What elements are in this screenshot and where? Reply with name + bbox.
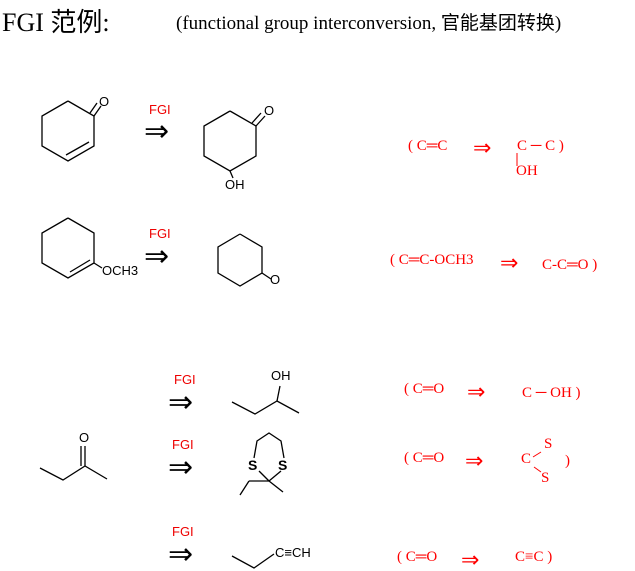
rule-left: ( C═O xyxy=(404,450,445,466)
hydroxyl-label: OH xyxy=(271,368,291,383)
rule-left: ( C═C xyxy=(408,138,448,154)
rule-sulfur: S xyxy=(541,470,550,486)
butyne-structure xyxy=(231,553,275,569)
oxygen-label: O xyxy=(79,430,90,445)
page-subtitle: (functional group interconversion, 官能基团转… xyxy=(176,13,562,34)
dithiane-structure xyxy=(239,432,285,496)
methoxy-label: OCH3 xyxy=(102,263,139,278)
cyclohexenone-structure xyxy=(41,100,102,162)
hydroxyl-label: OH xyxy=(225,177,245,192)
retrosynthesis-arrow-icon: ⇒ xyxy=(168,386,194,419)
rule-close: ) xyxy=(565,453,570,469)
rule-right: C-C═O ) xyxy=(542,257,598,273)
oxygen-label: O xyxy=(99,94,110,109)
sulfur-label: S xyxy=(278,457,288,473)
rule-right: C ─ OH ) xyxy=(522,385,581,401)
rule-s-bond xyxy=(532,451,542,458)
rule-right: C xyxy=(521,451,532,467)
methoxycyclohexene-structure xyxy=(41,217,103,279)
oxygen-label: O xyxy=(270,272,281,287)
retrosynthesis-arrow-icon: ⇒ xyxy=(168,451,194,484)
hydroxycyclohexanone-structure xyxy=(203,110,266,179)
rule-arrow-icon: ⇒ xyxy=(500,250,519,275)
rule-left: ( C═O xyxy=(404,381,445,397)
rule-right: C≡C ) xyxy=(515,549,553,565)
butanone-structure xyxy=(39,446,108,481)
rule-right-sub: OH xyxy=(516,163,538,179)
fgi-label: FGI xyxy=(174,372,196,387)
butanol-structure xyxy=(231,385,300,415)
rule-arrow-icon: ⇒ xyxy=(461,547,480,571)
rule-right: C ─ C ) xyxy=(517,138,564,154)
page-title: FGI 范例: xyxy=(2,8,110,37)
rule-left: ( C═C-OCH3 xyxy=(390,252,474,268)
rule-arrow-icon: ⇒ xyxy=(467,379,486,404)
rule-arrow-icon: ⇒ xyxy=(465,448,484,473)
cyclohexanone-structure xyxy=(217,233,272,287)
rule-sulfur: S xyxy=(544,436,553,452)
alkyne-label: C≡CH xyxy=(275,545,311,560)
oxygen-label: O xyxy=(264,103,275,118)
rule-s-bond xyxy=(533,466,542,473)
fgi-label: FGI xyxy=(172,524,194,539)
fgi-label: FGI xyxy=(149,226,171,241)
rule-left: ( C═O xyxy=(397,549,438,565)
rule-arrow-icon: ⇒ xyxy=(473,135,492,160)
fgi-label: FGI xyxy=(172,437,194,452)
sulfur-label: S xyxy=(248,457,258,473)
retrosynthesis-arrow-icon: ⇒ xyxy=(168,538,194,571)
fgi-label: FGI xyxy=(149,102,171,117)
retrosynthesis-arrow-icon: ⇒ xyxy=(144,240,170,273)
retrosynthesis-arrow-icon: ⇒ xyxy=(144,115,170,148)
